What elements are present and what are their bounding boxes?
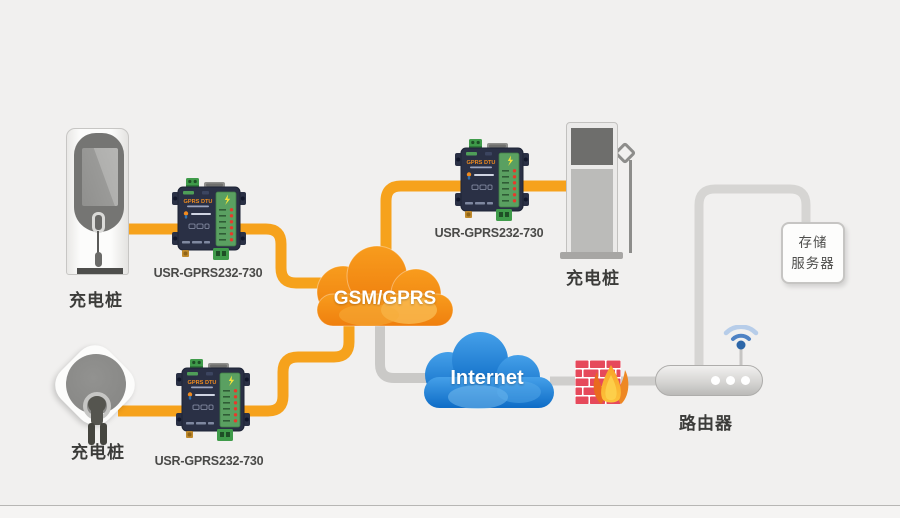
pile-top-right-label: 充电桩	[566, 269, 620, 288]
charging-pile-wall-plug-stem	[91, 404, 103, 425]
charging-pile-wall-cable-left	[88, 423, 95, 445]
router-indicator-dot	[741, 376, 750, 385]
charging-pile-kiosk-cable	[97, 231, 99, 253]
orange-link-pile2-to-gsm	[380, 180, 566, 262]
storage-server-box: 存储 服务器	[781, 222, 845, 284]
charging-pile-kiosk-base	[77, 268, 123, 274]
charging-pile-cabinet-display	[571, 128, 613, 165]
charging-pile-kiosk-plug	[95, 252, 102, 267]
dtu-device-1	[172, 177, 246, 261]
pile-top-left-label: 充电桩	[69, 291, 123, 310]
gsm-cloud-label: GSM/GPRS	[334, 288, 436, 309]
orange-link-pile1-to-gsm	[125, 223, 352, 289]
dtu-2-model-label: USR-GPRS232-730	[434, 226, 544, 240]
charging-pile-cabinet-base	[560, 252, 623, 259]
dtu-3-model-label: USR-GPRS232-730	[154, 454, 264, 468]
router-device	[655, 365, 763, 396]
charging-pile-kiosk-handle	[92, 212, 105, 233]
firewall-icon	[575, 360, 629, 404]
internet-cloud-label: Internet	[450, 367, 524, 389]
gsm-cloud-icon: GSM/GPRS	[316, 245, 454, 327]
dtu-device-2	[455, 138, 529, 222]
charging-pile-kiosk-screen	[82, 148, 118, 206]
internet-cloud-icon: Internet	[424, 332, 554, 409]
charging-pile-cabinet-hose	[629, 160, 632, 253]
bottom-divider	[0, 505, 900, 506]
wifi-icon	[723, 325, 759, 369]
storage-server-label-line2: 服务器	[791, 256, 835, 271]
gray-link-gsm-to-internet	[375, 316, 448, 383]
bottom-strip	[0, 506, 900, 518]
gray-link-router-to-storage	[694, 184, 811, 368]
dtu-1-model-label: USR-GPRS232-730	[153, 266, 263, 280]
router-indicator-dot	[711, 376, 720, 385]
dtu-device-3	[176, 358, 250, 442]
router-indicator-dot	[726, 376, 735, 385]
charging-pile-cabinet-front-panel	[571, 169, 613, 252]
pile-bottom-left-label: 充电桩	[71, 443, 125, 462]
flame-icon	[593, 365, 629, 404]
orange-link-pile3-to-gsm	[118, 312, 355, 417]
storage-server-label-line1: 存储	[798, 235, 828, 250]
charging-pile-wall-cable-right	[100, 423, 107, 445]
router-label: 路由器	[679, 414, 733, 433]
